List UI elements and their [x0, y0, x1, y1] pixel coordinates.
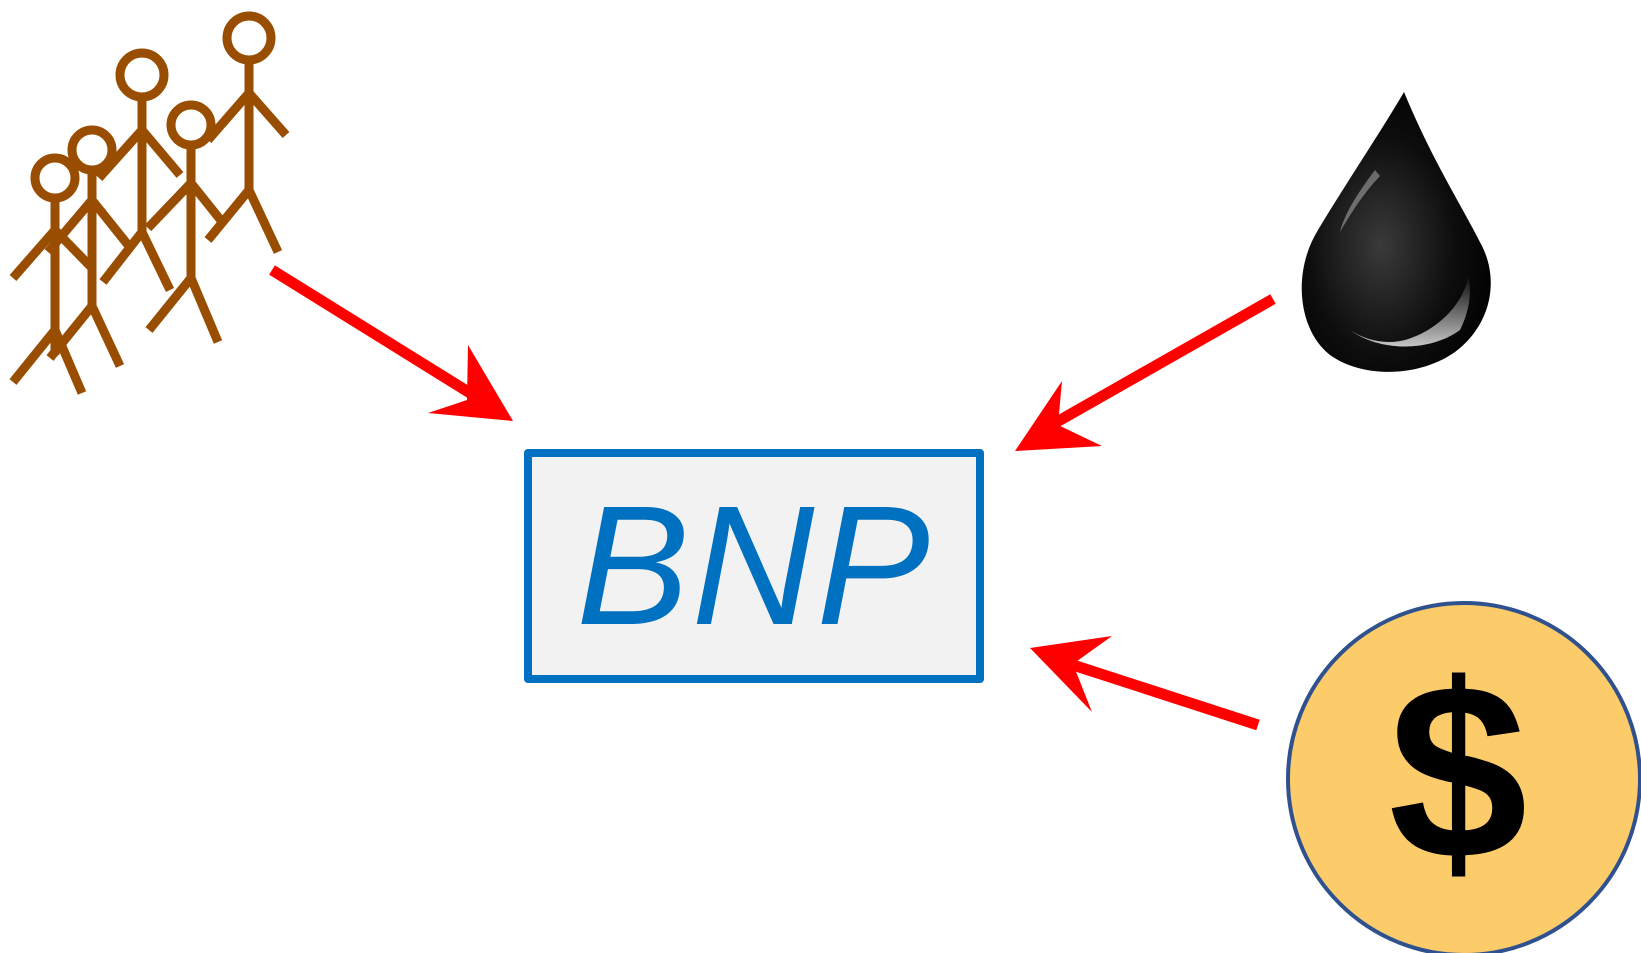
people-icon	[9, 11, 290, 395]
arrows	[269, 265, 1276, 731]
bnp-label: BNP	[576, 471, 932, 661]
stick-figure-5	[204, 11, 290, 254]
stick-figure-2	[44, 125, 132, 368]
bnp-box: BNP	[524, 449, 984, 683]
arrow-from-people	[269, 265, 513, 421]
stick-figure-3	[95, 48, 184, 292]
dollar-coin-icon: $	[1286, 601, 1641, 953]
arrow-from-oil	[1015, 294, 1276, 451]
stick-figure-4	[144, 100, 227, 344]
oil-drop-icon	[1301, 92, 1491, 372]
arrow-from-coin	[1030, 636, 1260, 731]
dollar-symbol: $	[1388, 632, 1527, 911]
